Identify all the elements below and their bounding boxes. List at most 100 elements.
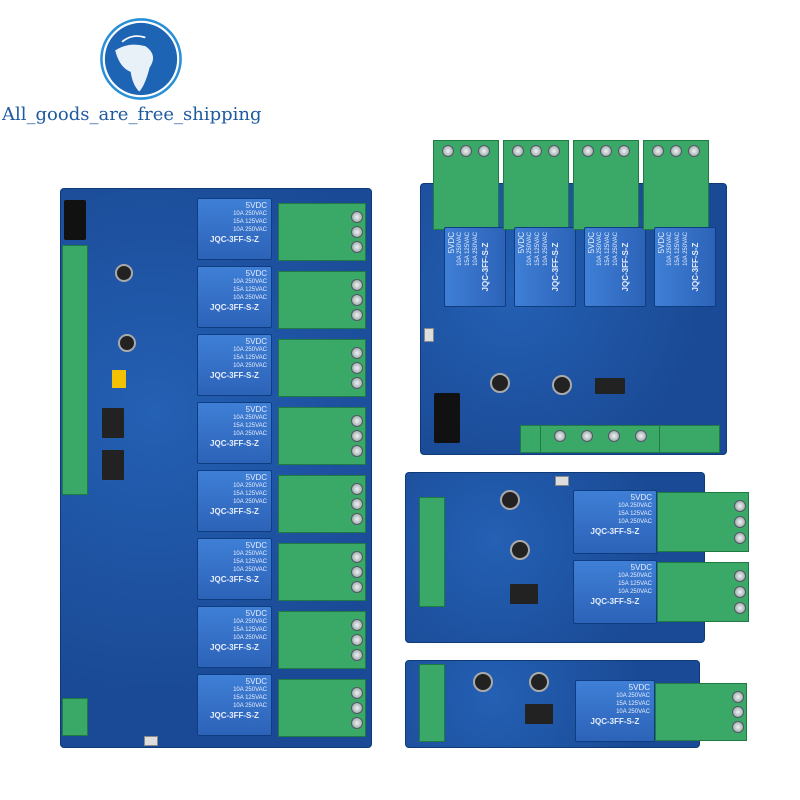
terminal-screw-icon bbox=[530, 145, 542, 157]
relay-model: JQC-3FF-S-Z bbox=[590, 597, 640, 606]
relay-rating: 15A 125VAC bbox=[233, 355, 267, 361]
relay-rating: 10A 250VAC bbox=[233, 619, 267, 625]
relay-rating: 15A 125VAC bbox=[233, 559, 267, 565]
ic-chip bbox=[102, 408, 124, 438]
input-terminal-block bbox=[419, 664, 445, 742]
terminal-screw-icon bbox=[512, 145, 524, 157]
relay-model: JQC-3FF-S-Z bbox=[210, 371, 259, 380]
terminal-screw-icon bbox=[351, 513, 363, 526]
terminal-screw-icon bbox=[351, 346, 363, 359]
relay-rating: 10A 250VAC bbox=[473, 232, 479, 266]
terminal-screw-icon bbox=[351, 362, 363, 374]
relay-rating: 10A 250VAC bbox=[618, 503, 652, 509]
relay-rating: 15A 125VAC bbox=[233, 627, 267, 633]
terminal-screw-icon bbox=[351, 445, 363, 458]
reset-button[interactable] bbox=[144, 736, 158, 746]
relay-voltage: 5VDC bbox=[630, 493, 652, 502]
relay-rating: 10A 250VAC bbox=[233, 703, 267, 709]
relay-voltage: 5VDC bbox=[245, 677, 267, 686]
terminal-screw-icon bbox=[351, 498, 363, 510]
terminal-screw-icon bbox=[351, 686, 363, 699]
terminal-screw-icon bbox=[607, 430, 620, 442]
relay-rating: 10A 250VAC bbox=[618, 519, 652, 525]
dc-jack bbox=[64, 200, 86, 240]
relay-rating: 10A 250VAC bbox=[233, 687, 267, 693]
relay-rating: 10A 250VAC bbox=[527, 232, 533, 266]
relay-rating: 10A 250VAC bbox=[233, 227, 267, 233]
terminal-screw-icon bbox=[460, 145, 472, 157]
terminal-screw-icon bbox=[670, 145, 682, 157]
relay-rating: 10A 250VAC bbox=[233, 415, 267, 421]
terminal-screw-icon bbox=[732, 721, 744, 734]
terminal-screw-icon bbox=[351, 430, 363, 442]
terminal-screw-icon bbox=[734, 516, 746, 528]
relay-rating: 15A 125VAC bbox=[233, 423, 267, 429]
terminal-screw-icon bbox=[351, 717, 363, 730]
relay-voltage: 5VDC bbox=[245, 473, 267, 482]
relay-voltage: 5VDC bbox=[245, 337, 267, 346]
terminal-screw-icon bbox=[351, 702, 363, 714]
terminal-screw-icon bbox=[634, 430, 647, 442]
relay-model: JQC-3FF-S-Z bbox=[210, 643, 259, 652]
terminal-screw-icon bbox=[732, 690, 744, 703]
relay-rating: 15A 125VAC bbox=[233, 695, 267, 701]
terminal-screw-icon bbox=[652, 145, 664, 157]
terminal-screw-icon bbox=[351, 309, 363, 322]
dc-jack bbox=[434, 393, 460, 443]
relay-voltage: 5VDC bbox=[447, 232, 456, 254]
relay-voltage: 5VDC bbox=[245, 541, 267, 550]
relay-rating: 10A 250VAC bbox=[233, 279, 267, 285]
terminal-screw-icon bbox=[351, 241, 363, 254]
capacitor bbox=[490, 373, 510, 393]
relay-rating: 10A 250VAC bbox=[543, 232, 549, 266]
terminal-screw-icon bbox=[351, 649, 363, 662]
terminal-screw-icon bbox=[580, 430, 593, 442]
relay-rating: 10A 250VAC bbox=[667, 232, 673, 266]
ic-chip bbox=[525, 704, 553, 724]
input-terminal-block bbox=[62, 245, 88, 495]
ic-chip bbox=[102, 450, 124, 480]
relay-rating: 10A 250VAC bbox=[233, 551, 267, 557]
power-terminal-block bbox=[62, 698, 88, 736]
relay-voltage: 5VDC bbox=[245, 609, 267, 618]
terminal-screw-icon bbox=[548, 145, 560, 157]
relay-rating: 10A 250VAC bbox=[233, 499, 267, 505]
capacitor bbox=[500, 490, 520, 510]
terminal-screw-icon bbox=[351, 210, 363, 223]
relay-rating: 15A 125VAC bbox=[535, 232, 541, 266]
relay-rating: 15A 125VAC bbox=[233, 219, 267, 225]
relay-rating: 15A 125VAC bbox=[675, 232, 681, 266]
reset-button[interactable] bbox=[555, 476, 569, 486]
relay-rating: 10A 250VAC bbox=[683, 232, 689, 266]
terminal-screw-icon bbox=[582, 145, 594, 157]
relay-board-2ch bbox=[405, 472, 705, 643]
terminal-screw-icon bbox=[351, 414, 363, 427]
terminal-screw-icon bbox=[351, 581, 363, 594]
output-terminal-block bbox=[655, 683, 747, 741]
relay-model: JQC-3FF-S-Z bbox=[210, 711, 259, 720]
output-terminal-block bbox=[657, 492, 749, 552]
relay-model: JQC-3FF-S-Z bbox=[590, 527, 640, 536]
terminal-screw-icon bbox=[351, 278, 363, 291]
relay-model: JQC-3FF-S-Z bbox=[210, 439, 259, 448]
terminal-screw-icon bbox=[734, 586, 746, 598]
relay-model: JQC-3FF-S-Z bbox=[621, 242, 630, 292]
relay-rating: 10A 250VAC bbox=[597, 232, 603, 266]
relay-voltage: 5VDC bbox=[657, 232, 666, 254]
relay-rating: 10A 250VAC bbox=[233, 635, 267, 641]
relay-voltage: 5VDC bbox=[245, 201, 267, 210]
relay-rating: 15A 125VAC bbox=[465, 232, 471, 266]
relay-model: JQC-3FF-S-Z bbox=[481, 242, 490, 292]
terminal-screw-icon bbox=[351, 294, 363, 306]
reset-button[interactable] bbox=[424, 328, 434, 342]
